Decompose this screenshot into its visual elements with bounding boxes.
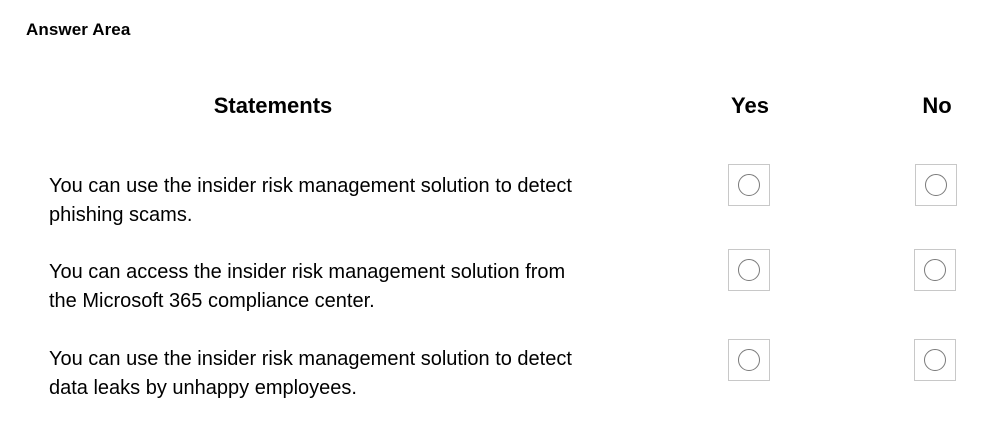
- no-option-3[interactable]: [914, 339, 956, 381]
- header-yes: Yes: [731, 93, 769, 118]
- no-option-2[interactable]: [914, 249, 956, 291]
- yes-option-3[interactable]: [728, 339, 770, 381]
- statement-2: You can access the insider risk manageme…: [49, 258, 689, 316]
- statement-3: You can use the insider risk management …: [49, 345, 689, 403]
- yes-radio-1[interactable]: [738, 174, 760, 196]
- statement-3-line-2: data leaks by unhappy employees.: [49, 377, 357, 399]
- statement-2-line-2: the Microsoft 365 compliance center.: [49, 290, 375, 312]
- yes-radio-2[interactable]: [738, 259, 760, 281]
- yes-radio-3[interactable]: [738, 349, 760, 371]
- statement-1-line-2: phishing scams.: [49, 204, 193, 226]
- statement-3-line-1: You can use the insider risk management …: [49, 348, 572, 370]
- yes-option-2[interactable]: [728, 249, 770, 291]
- answer-area-title: Answer Area: [26, 20, 131, 39]
- yes-option-1[interactable]: [728, 164, 770, 206]
- statement-1-line-1: You can use the insider risk management …: [49, 175, 572, 197]
- header-no: No: [922, 93, 952, 118]
- no-option-1[interactable]: [915, 164, 957, 206]
- statement-2-line-1: You can access the insider risk manageme…: [49, 261, 566, 283]
- no-radio-2[interactable]: [924, 259, 946, 281]
- statement-1: You can use the insider risk management …: [49, 172, 689, 230]
- no-radio-3[interactable]: [924, 349, 946, 371]
- no-radio-1[interactable]: [925, 174, 947, 196]
- header-statements: Statements: [213, 93, 333, 118]
